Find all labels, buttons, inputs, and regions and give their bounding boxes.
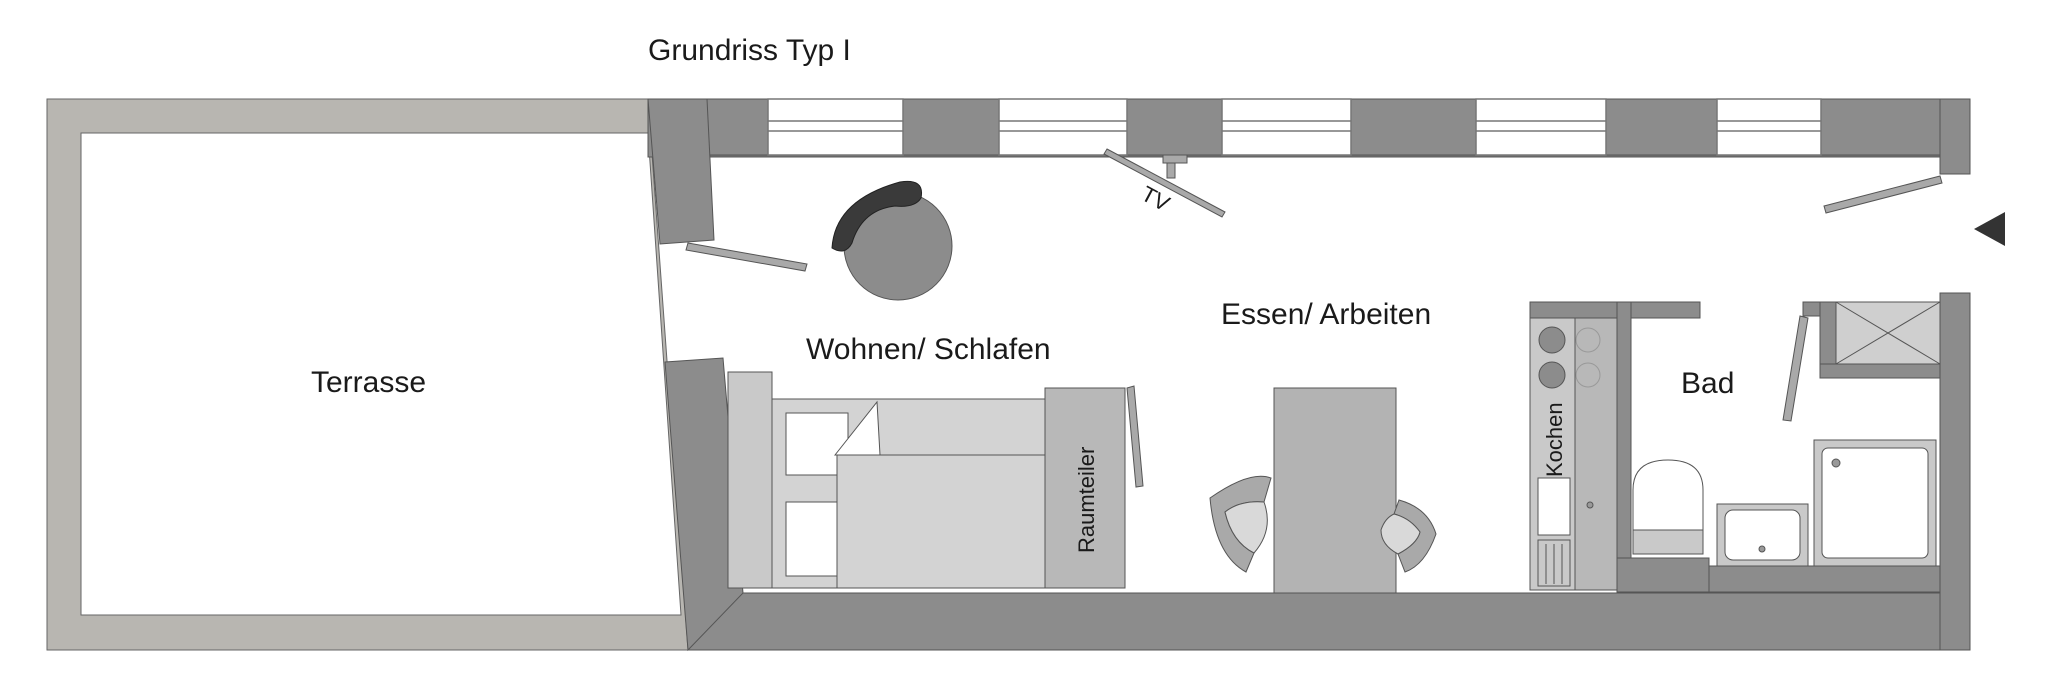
terrace <box>46 98 689 651</box>
room-label-wohnen: Wohnen/ Schlafen <box>806 333 1051 366</box>
entrance-arrow-icon <box>1974 212 2005 246</box>
room-label-essen: Essen/ Arbeiten <box>1221 298 1432 331</box>
doors <box>685 175 1943 488</box>
armchair <box>831 180 953 301</box>
room-label-bad: Bad <box>1681 367 1735 400</box>
walls <box>647 98 1971 652</box>
room-label-terrasse: Terrasse <box>311 366 427 399</box>
windows <box>767 98 1822 156</box>
bed <box>727 371 1126 589</box>
kochen-label: Kochen <box>1542 402 1567 477</box>
tv <box>1103 148 1226 218</box>
raumteiler-label: Raumteiler <box>1074 446 1099 553</box>
dining-table <box>1209 387 1437 594</box>
kitchen <box>1529 317 1618 591</box>
bathroom <box>1632 301 1941 567</box>
page-title: Grundriss Typ I <box>648 34 851 67</box>
